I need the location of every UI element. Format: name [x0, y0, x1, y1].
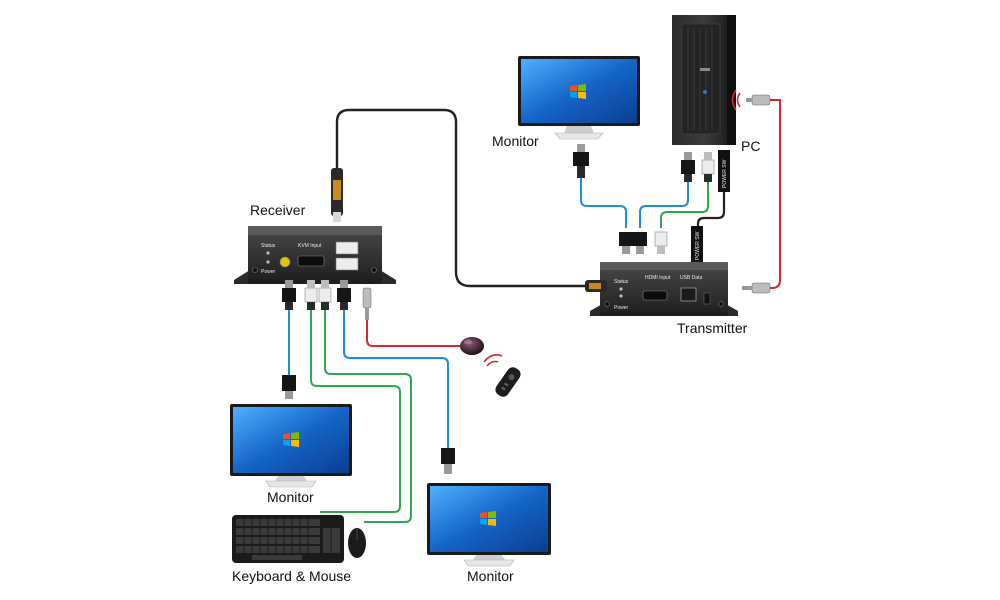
keyboard — [232, 515, 344, 563]
pc-tower — [672, 15, 736, 145]
svg-text:Power: Power — [614, 305, 629, 311]
fiber-cable — [335, 108, 585, 288]
hdmi-plug-pc — [681, 152, 695, 182]
label-monitor-bottom: Monitor — [467, 568, 514, 584]
ir-plug-pc — [731, 89, 771, 111]
hdmi-plug-bottom-monitor — [441, 448, 455, 474]
power-sw-tag-1: POWER SW — [718, 150, 730, 192]
monitor-left — [230, 404, 352, 488]
svg-text:POWER SW: POWER SW — [695, 231, 701, 260]
label-monitor-left: Monitor — [267, 489, 314, 505]
svg-text:Status: Status — [614, 279, 629, 285]
ir-receiver-icon — [460, 337, 484, 355]
ir-plug-transmitter — [742, 282, 771, 294]
hdmi-plug-top-monitor — [573, 144, 589, 178]
hdmi-cable-top — [580, 178, 627, 228]
signal-waves-icon — [731, 89, 741, 111]
monitor-top — [518, 56, 640, 140]
svg-text:USB Data: USB Data — [680, 275, 702, 281]
hdmi-cable-bottom-monitor — [343, 310, 449, 448]
label-monitor-top: Monitor — [492, 133, 539, 149]
ir-cable-receiver — [366, 320, 462, 347]
power-sw-cable — [696, 190, 726, 256]
usb-cable-keyboard-b — [324, 310, 412, 523]
receiver-box: Status Power KVM Input — [234, 226, 396, 284]
monitor-bottom — [427, 483, 551, 567]
power-sw-tag-2: POWER SW — [691, 226, 703, 264]
transmitter-plugs — [619, 231, 668, 254]
transmitter-box: Status Power HDMI Input USB Data — [590, 262, 738, 316]
label-receiver: Receiver — [250, 202, 306, 218]
svg-text:KVM Input: KVM Input — [298, 243, 322, 249]
svg-text:HDMI Input: HDMI Input — [645, 275, 671, 281]
fiber-plug-receiver — [331, 168, 343, 222]
label-pc: PC — [741, 138, 761, 154]
mouse — [348, 528, 366, 558]
svg-text:Power: Power — [261, 269, 276, 275]
fiber-plug-transmitter — [585, 280, 607, 292]
usb-cable-pc — [660, 180, 709, 228]
remote-control-icon — [495, 367, 521, 397]
receiver-down-plugs — [282, 280, 372, 320]
label-keyboard-mouse: Keyboard & Mouse — [232, 568, 352, 584]
svg-text:POWER SW: POWER SW — [722, 159, 728, 188]
hdmi-plug-left-monitor — [282, 375, 296, 399]
label-transmitter: Transmitter — [677, 320, 748, 336]
hdmi-cable-pc — [639, 180, 689, 228]
svg-text:Status: Status — [261, 243, 276, 249]
usb-plug-pc — [701, 152, 715, 182]
ir-cable-pc — [770, 99, 781, 289]
signal-waves-icon — [483, 354, 503, 367]
usb-cable-keyboard-a — [310, 310, 401, 513]
